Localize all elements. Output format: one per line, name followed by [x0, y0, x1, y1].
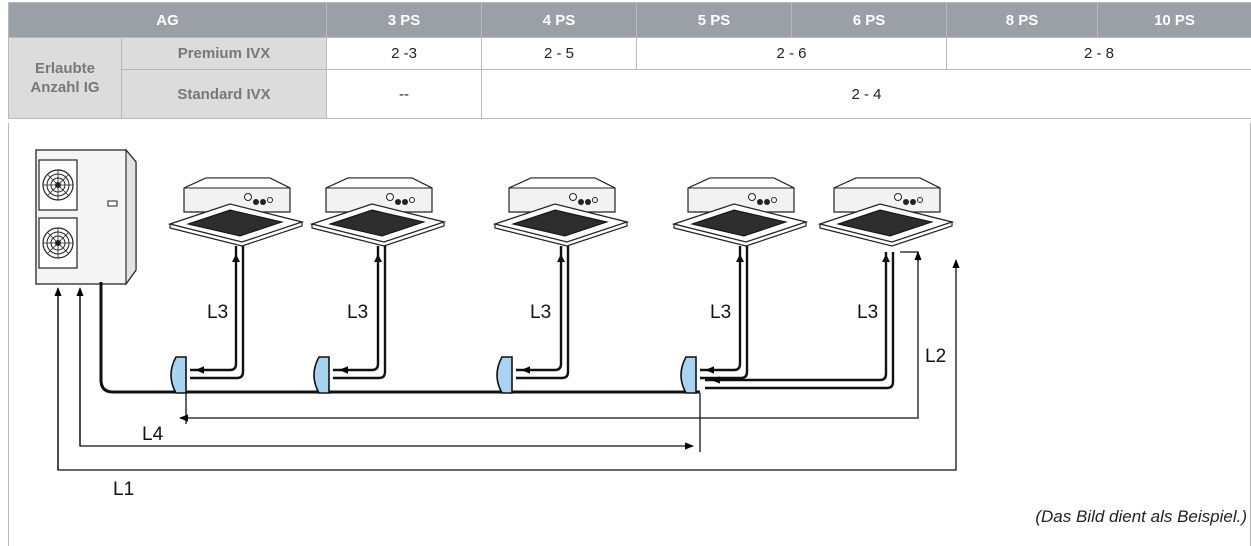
branch-pipes — [190, 246, 895, 390]
cell-standard-3ps: -- — [326, 69, 482, 119]
header-6ps: 6 PS — [791, 2, 947, 38]
label-l3: L3 — [347, 302, 368, 323]
capacity-table: AG 3 PS 4 PS 5 PS 6 PS 8 PS 10 PS Erlaub… — [8, 2, 1251, 119]
label-l4: L4 — [142, 424, 164, 445]
indoor-unit-icon — [673, 177, 807, 247]
indoor-unit-icon — [311, 177, 445, 247]
header-ag: AG — [8, 2, 327, 38]
cell-premium-3ps: 2 -3 — [326, 37, 482, 70]
table-header-row: AG 3 PS 4 PS 5 PS 6 PS 8 PS 10 PS — [8, 2, 1251, 38]
indoor-unit-icon — [169, 177, 303, 247]
label-l3: L3 — [530, 302, 551, 323]
cell-premium-8-10ps: 2 - 8 — [946, 37, 1251, 70]
row-group-label: Erlaubte Anzahl IG — [8, 37, 122, 119]
outlet-arrows — [232, 254, 890, 262]
table-row: Standard IVX -- 2 - 4 — [9, 69, 1251, 119]
table-row: Erlaubte Anzahl IG Premium IVX 2 -3 2 - … — [8, 37, 1251, 119]
label-l2: L2 — [925, 346, 946, 367]
cell-standard-4-10ps: 2 - 4 — [481, 69, 1251, 119]
example-note: (Das Bild dient als Beispiel.) — [1035, 507, 1247, 526]
main-pipe — [99, 282, 700, 394]
outdoor-unit-icon — [35, 148, 137, 286]
header-5ps: 5 PS — [636, 2, 792, 38]
header-8ps: 8 PS — [946, 2, 1098, 38]
indoor-unit-icon — [819, 177, 953, 247]
label-l3: L3 — [710, 302, 731, 323]
header-10ps: 10 PS — [1097, 2, 1251, 38]
indoor-unit-icon — [494, 177, 628, 247]
label-l3: L3 — [857, 302, 878, 323]
label-l1: L1 — [113, 479, 134, 500]
row-label-standard: Standard IVX — [121, 69, 327, 119]
row-label-premium: Premium IVX — [121, 37, 327, 70]
dimension-arrows — [54, 251, 960, 471]
cell-premium-4ps: 2 - 5 — [481, 37, 637, 70]
label-l3: L3 — [207, 302, 228, 323]
refnet-joint-icons — [170, 356, 697, 394]
